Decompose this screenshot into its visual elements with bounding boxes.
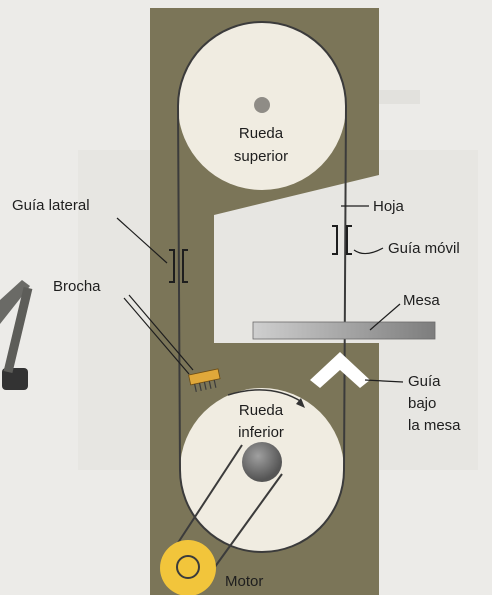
drive-belt (169, 444, 283, 583)
blade-band (176, 21, 348, 553)
label-table: Mesa (403, 292, 440, 309)
label-side-guide: Guía lateral (12, 197, 90, 214)
label-upper-wheel-1: Rueda (239, 125, 284, 142)
table (252, 321, 436, 340)
label-motor: Motor (225, 573, 263, 590)
label-under-guide-3: la mesa (408, 417, 461, 434)
label-blade: Hoja (373, 198, 405, 215)
lower-wheel-hub (242, 442, 282, 482)
label-under-guide-2: bajo (408, 395, 436, 412)
label-under-guide-1: Guía (408, 373, 441, 390)
motor (160, 540, 216, 595)
rotation-arrowhead (296, 398, 305, 408)
upper-wheel-hub (254, 97, 270, 113)
hand-tool-fragment (0, 280, 33, 390)
leader-under-guide (364, 379, 404, 383)
movable-guide (332, 225, 352, 255)
label-movable-guide: Guía móvil (388, 240, 460, 257)
brush (188, 368, 221, 392)
leader-side-guide (116, 217, 168, 264)
leader-brush-b (123, 297, 190, 375)
motor-pulley (176, 555, 200, 579)
label-lower-wheel-1: Rueda (239, 402, 284, 419)
leader-table (369, 303, 401, 331)
label-brush: Brocha (53, 278, 101, 295)
leader-movable-guide (353, 247, 384, 255)
under-table-guide (310, 352, 370, 388)
label-lower-wheel-2: inferior (238, 424, 284, 441)
side-guide (169, 249, 188, 283)
leader-brush-a (128, 294, 194, 371)
rotation-arrow (227, 389, 303, 403)
label-upper-wheel-2: superior (234, 148, 288, 165)
leader-lines (116, 205, 404, 383)
